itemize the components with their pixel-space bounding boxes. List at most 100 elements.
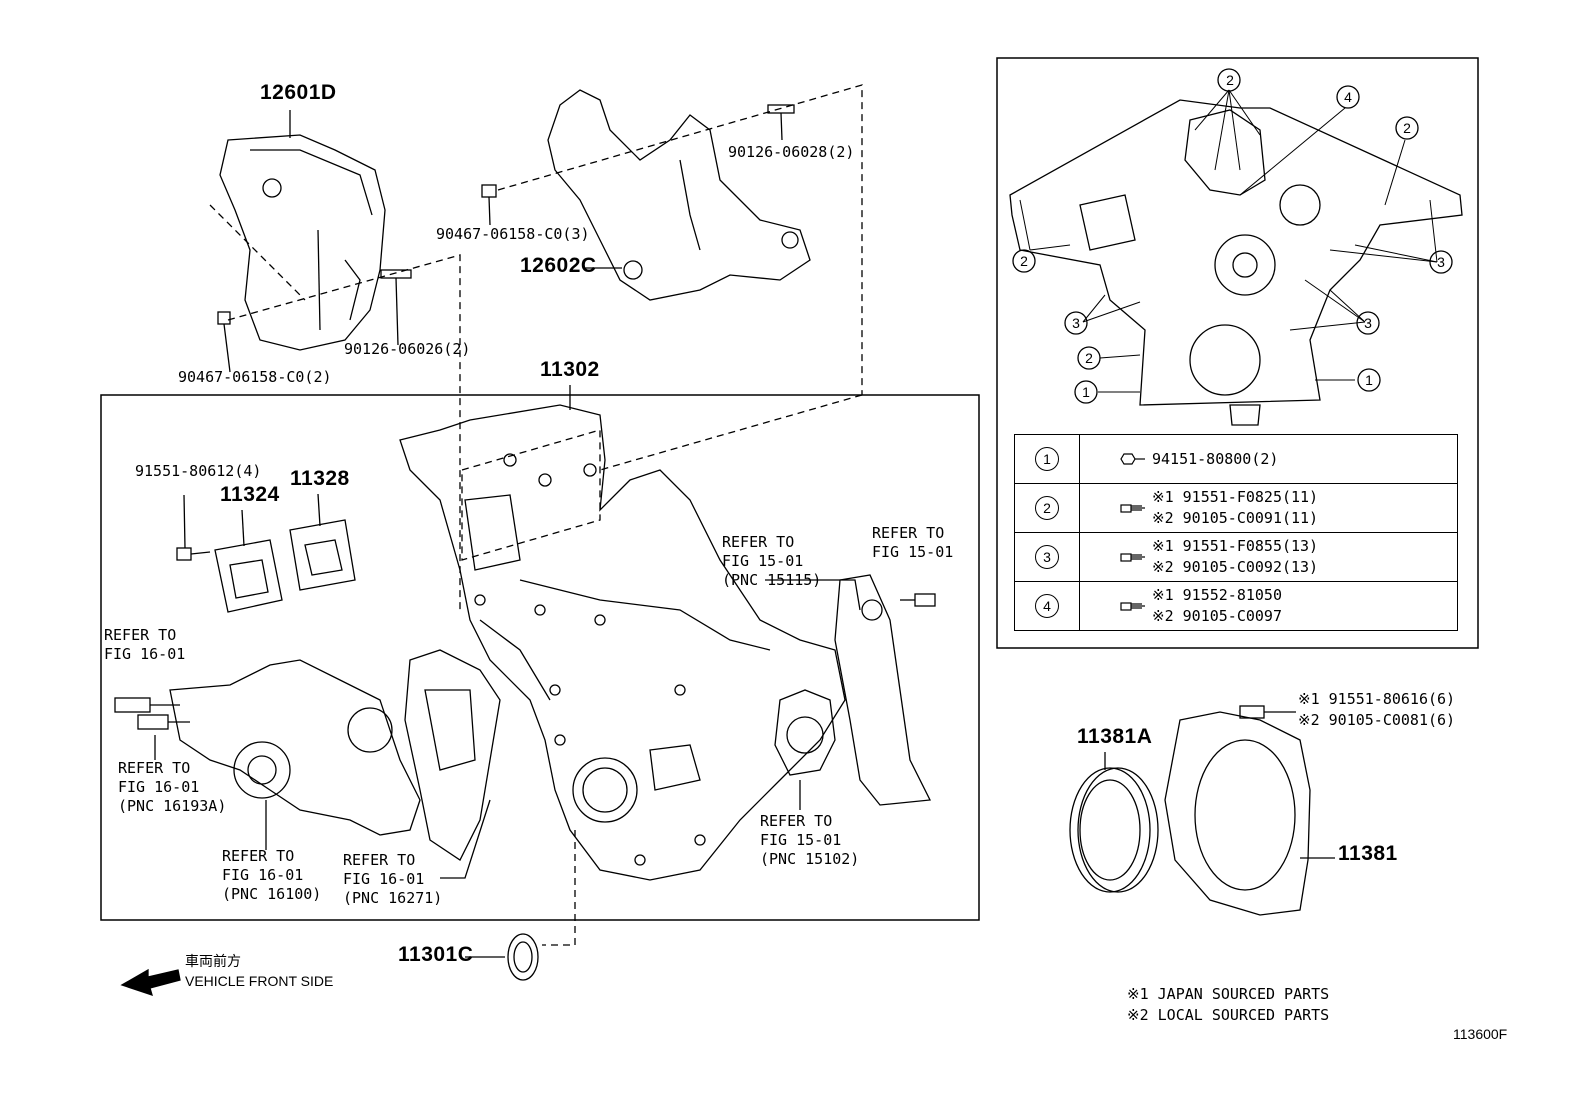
refer-15115[interactable]: REFER TO FIG 15-01 (PNC 15115) xyxy=(722,533,821,590)
bolt-90467-b xyxy=(481,184,497,226)
legend-part[interactable]: ※2 90105-C0097 xyxy=(1152,607,1282,625)
dashed-guide xyxy=(461,429,601,561)
part-11381A-seal xyxy=(1069,767,1159,893)
inset-frame xyxy=(996,57,1479,649)
refer-line: REFER TO xyxy=(118,759,191,777)
inset-callout: 2 xyxy=(1226,72,1234,88)
part-11328-gasket xyxy=(289,493,356,591)
leader-16271 xyxy=(440,799,491,879)
legend-row: 2 ※1 91551-F0825(11) ※2 90105-C0091(11) xyxy=(1014,483,1458,533)
oil-pump-assembly xyxy=(774,574,932,806)
legend-part[interactable]: ※2 90105-C0092(13) xyxy=(1152,558,1319,576)
legend-part[interactable]: ※1 91551-F0855(13) xyxy=(1152,537,1319,555)
inset-callout: 3 xyxy=(1072,315,1080,331)
part-11324-gasket xyxy=(214,509,283,613)
inset-engine-drawing xyxy=(1009,99,1463,426)
note-japan-sourced: ※1 JAPAN SOURCED PARTS xyxy=(1127,985,1330,1003)
legend-part[interactable]: ※2 90105-C0091(11) xyxy=(1152,509,1319,527)
refer-16271[interactable]: REFER TO FIG 16-01 (PNC 16271) xyxy=(343,851,442,908)
dashed-guide xyxy=(542,830,576,946)
part-label-90467-a[interactable]: 90467-06158-C0(2) xyxy=(178,368,332,386)
inset-callout: 1 xyxy=(1365,372,1373,388)
legend-part[interactable]: 94151-80800(2) xyxy=(1152,449,1279,468)
part-11381-retainer xyxy=(1164,711,1311,916)
refer-line: FIG 15-01 xyxy=(722,552,804,570)
dashed-guide xyxy=(497,84,863,395)
inset-callout-circles xyxy=(1012,68,1453,404)
inset-callout: 4 xyxy=(1344,89,1352,105)
refer-line: REFER TO xyxy=(222,847,295,865)
part-12601D-cover xyxy=(219,110,386,351)
refer-line: REFER TO xyxy=(343,851,416,869)
bolt-icon xyxy=(1120,602,1145,611)
inset-callout: 2 xyxy=(1020,253,1028,269)
part-11302-timing-cover xyxy=(399,404,846,881)
part-label-91551-80612[interactable]: 91551-80612(4) xyxy=(135,462,262,480)
bolt-water-pump-a xyxy=(114,697,180,713)
bolt-water-pump-b xyxy=(137,714,190,730)
legend-row: 4 ※1 91552-81050 ※2 90105-C0097 xyxy=(1014,581,1458,631)
refer-15-01[interactable]: REFER TO FIG 15-01 xyxy=(872,524,953,562)
refer-line: REFER TO xyxy=(104,626,177,644)
note-local-sourced: ※2 LOCAL SOURCED PARTS xyxy=(1127,1006,1330,1024)
vehicle-front-en: VEHICLE FRONT SIDE xyxy=(185,973,334,989)
part-label-11324[interactable]: 11324 xyxy=(220,483,280,506)
part-label-11301C[interactable]: 11301C xyxy=(398,943,474,966)
part-label-90126-06026[interactable]: 90126-06026(2) xyxy=(344,340,471,358)
leader-15115 xyxy=(765,579,861,611)
inset-leader-lines xyxy=(1019,89,1438,393)
part-label-12601D[interactable]: 12601D xyxy=(260,81,337,104)
refer-line: FIG 16-01 xyxy=(343,870,425,888)
stud-90126-06028 xyxy=(767,104,795,141)
dashed-guide xyxy=(227,254,461,610)
part-11301C-seal xyxy=(507,933,539,981)
fastener-legend-table: 1 94151-80800(2) 2 ※1 91551-F0825(11) ※2… xyxy=(1014,434,1458,631)
refer-line: FIG 16-01 xyxy=(104,645,186,663)
refer-line: (PNC 16271) xyxy=(343,889,443,907)
inset-callout: 2 xyxy=(1403,120,1411,136)
nut-icon xyxy=(1120,453,1145,465)
refer-16193A[interactable]: REFER TO FIG 16-01 (PNC 16193A) xyxy=(118,759,226,816)
legend-row: 1 94151-80800(2) xyxy=(1014,434,1458,484)
bolt-refer-15-01 xyxy=(900,593,936,607)
refer-line: (PNC 15115) xyxy=(722,571,822,589)
inset-callout: 2 xyxy=(1085,350,1093,366)
vehicle-front-arrow xyxy=(120,968,181,997)
part-label-seal-bolt-2[interactable]: ※2 90105-C0081(6) xyxy=(1298,711,1456,729)
legend-part[interactable]: ※1 91551-F0825(11) xyxy=(1152,488,1319,506)
part-label-11328[interactable]: 11328 xyxy=(290,467,350,490)
bolt-seal-retainer xyxy=(1239,705,1296,719)
inset-callout: 3 xyxy=(1437,254,1445,270)
refer-line: FIG 16-01 xyxy=(118,778,200,796)
part-label-90467-b[interactable]: 90467-06158-C0(3) xyxy=(436,225,590,243)
legend-number: 4 xyxy=(1035,594,1059,618)
water-pump-assembly xyxy=(169,649,501,861)
bolt-90467-a xyxy=(217,311,231,373)
part-label-seal-bolt-1[interactable]: ※1 91551-80616(6) xyxy=(1298,690,1456,708)
refer-16100[interactable]: REFER TO FIG 16-01 (PNC 16100) xyxy=(222,847,321,904)
part-label-11381A[interactable]: 11381A xyxy=(1077,725,1153,748)
inset-callout: 3 xyxy=(1364,315,1372,331)
refer-16-01[interactable]: REFER TO FIG 16-01 xyxy=(104,626,185,664)
part-label-12602C[interactable]: 12602C xyxy=(520,254,597,277)
refer-line: (PNC 15102) xyxy=(760,850,860,868)
dashed-guide xyxy=(209,204,306,301)
part-label-90126-06028[interactable]: 90126-06028(2) xyxy=(728,143,855,161)
refer-line: FIG 15-01 xyxy=(872,543,954,561)
legend-part[interactable]: ※1 91552-81050 xyxy=(1152,586,1282,604)
legend-number: 3 xyxy=(1035,545,1059,569)
refer-line: FIG 15-01 xyxy=(760,831,842,849)
part-label-11381[interactable]: 11381 xyxy=(1338,842,1398,865)
refer-line: REFER TO xyxy=(722,533,795,551)
refer-line: REFER TO xyxy=(760,812,833,830)
part-label-11302[interactable]: 11302 xyxy=(540,358,600,381)
refer-line: (PNC 16193A) xyxy=(118,797,227,815)
refer-15102[interactable]: REFER TO FIG 15-01 (PNC 15102) xyxy=(760,812,859,869)
inset-callout: 1 xyxy=(1082,384,1090,400)
vehicle-front-jp: 車両前方 xyxy=(185,953,241,969)
refer-line: (PNC 16100) xyxy=(222,885,322,903)
bolt-icon xyxy=(1120,504,1145,513)
part-12602C-cover xyxy=(547,89,811,301)
refer-line: REFER TO xyxy=(872,524,945,542)
